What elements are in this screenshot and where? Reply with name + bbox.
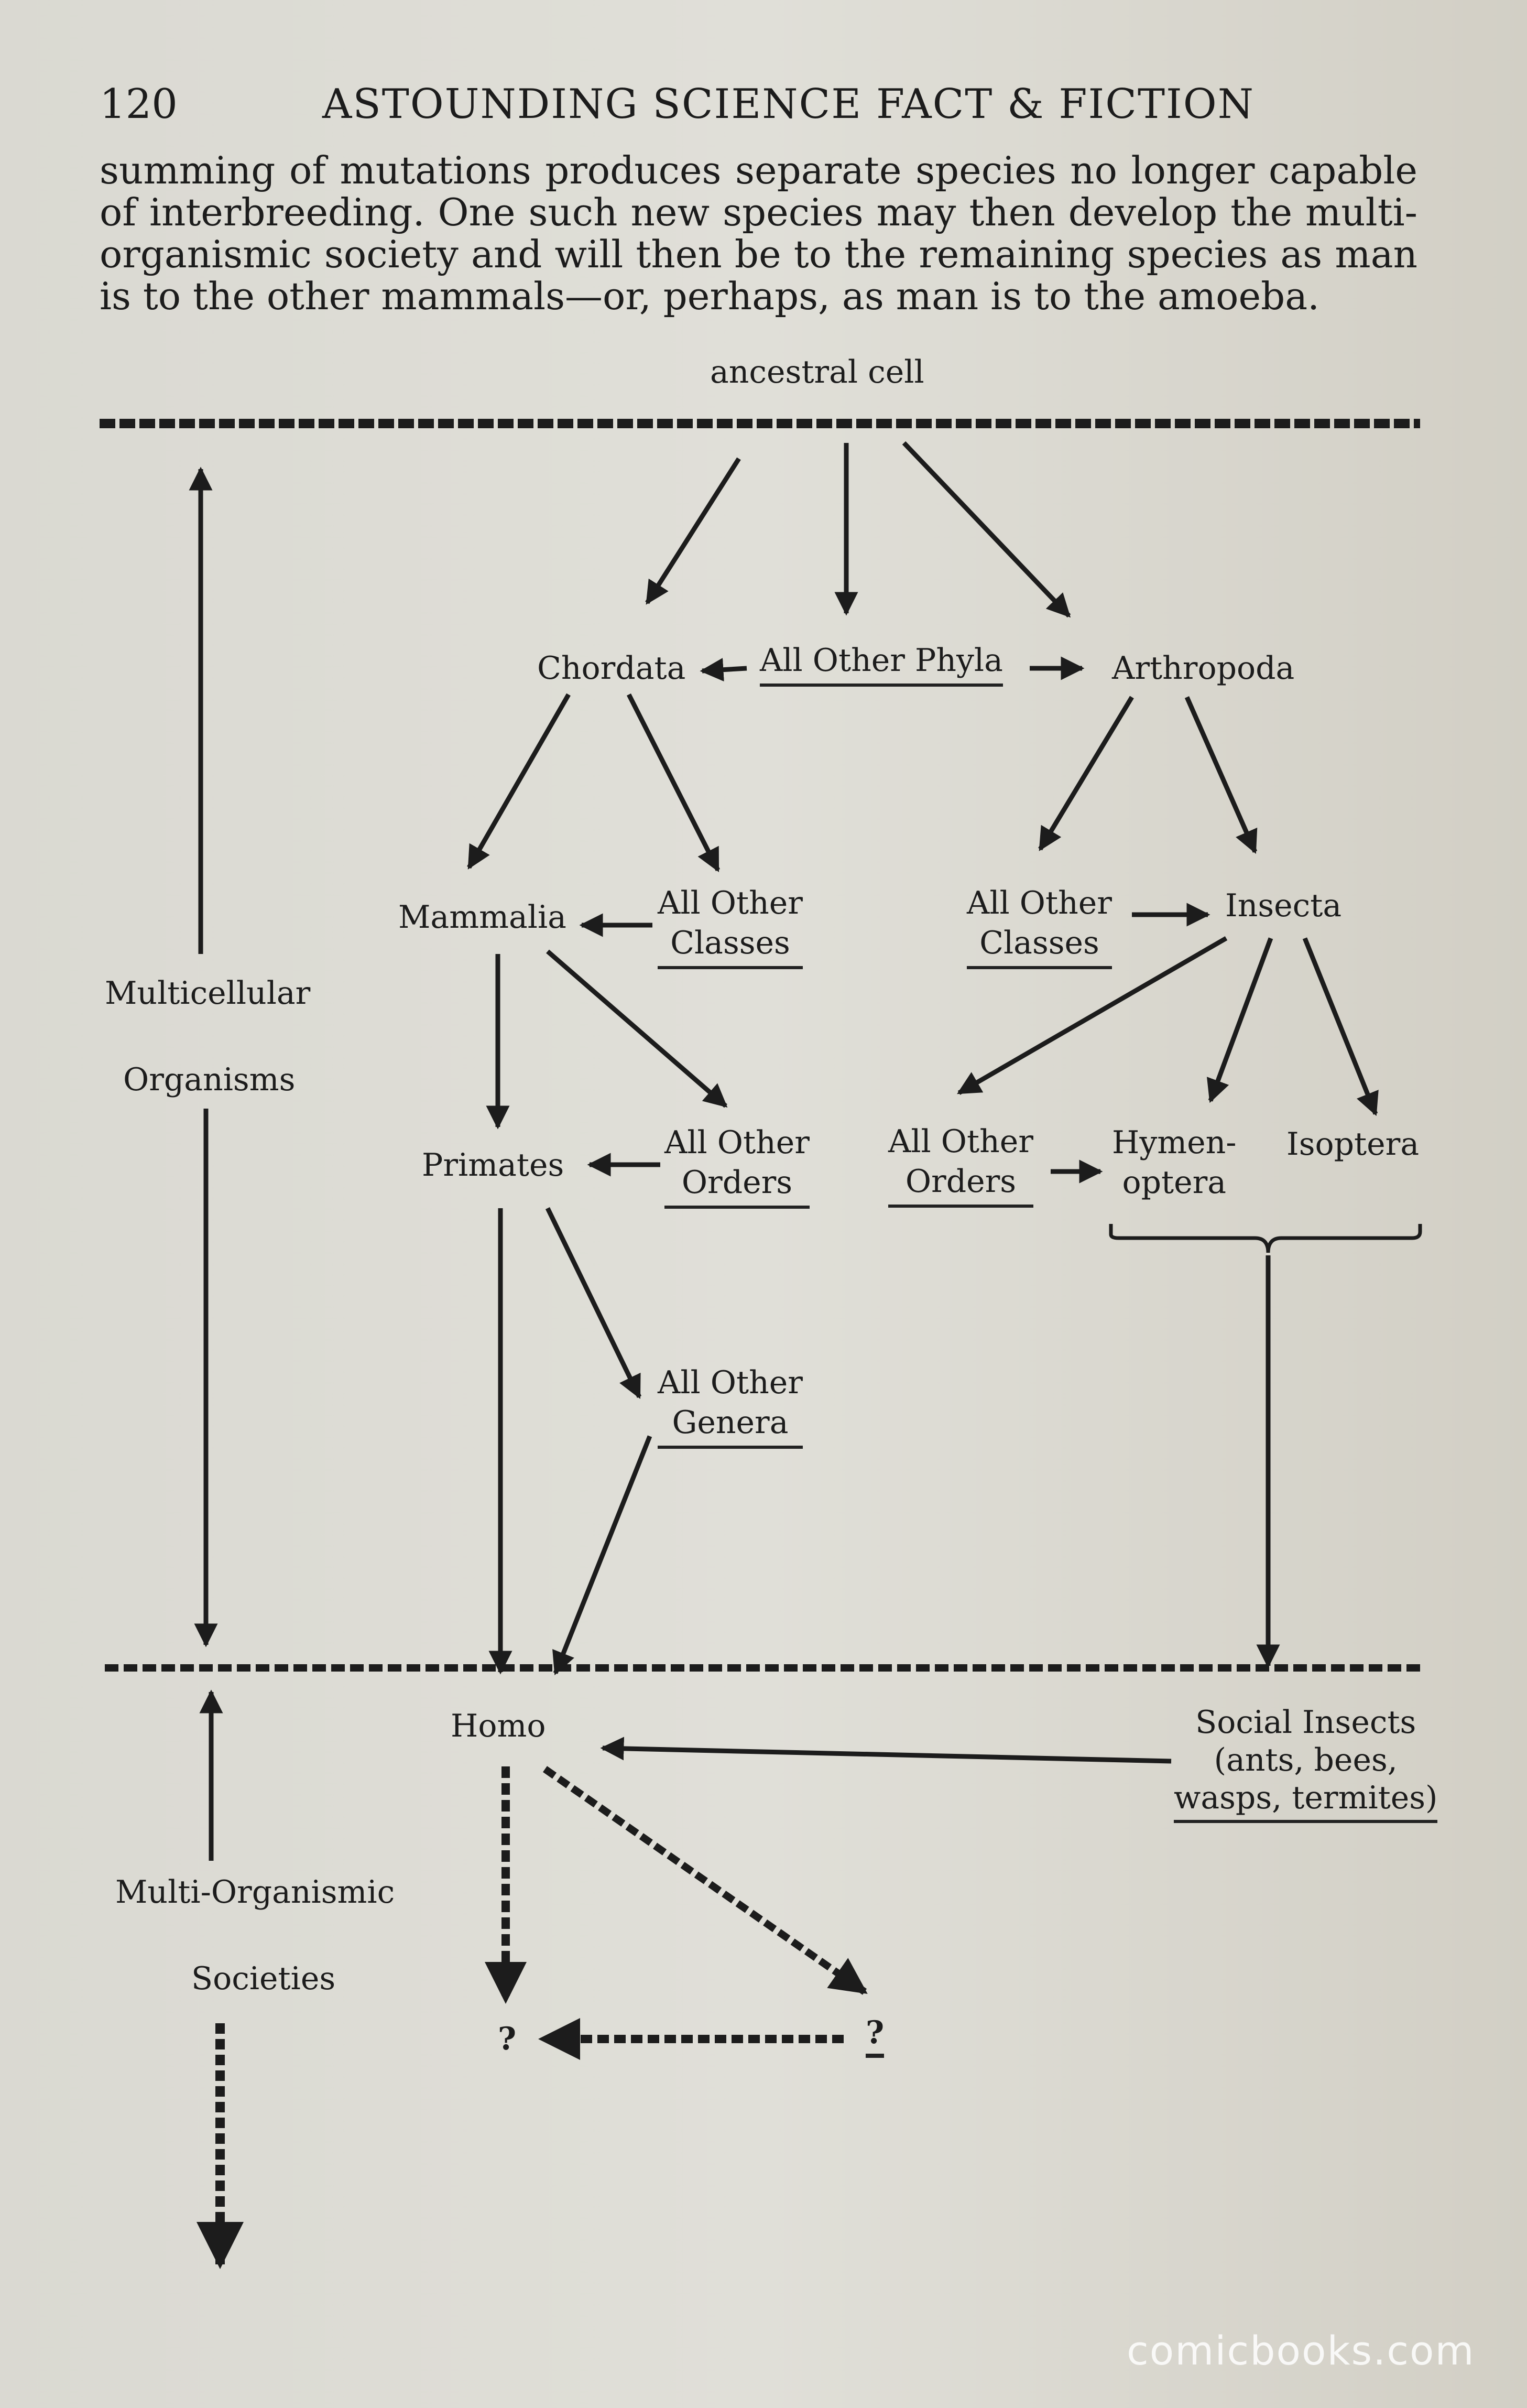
node-other-classes-left: All Other Classes — [658, 883, 803, 969]
body-paragraph: summing of mutations produces separate s… — [100, 148, 1417, 318]
arrow-social-homo — [600, 1737, 1172, 1764]
side-label-multicellular: Multicellular — [105, 975, 311, 1012]
underline — [1174, 1820, 1438, 1823]
arrow-insecta-isoptera — [1302, 937, 1379, 1116]
node-mammalia: Mammalia — [398, 899, 566, 936]
underline — [967, 966, 1112, 969]
hymenoptera-line2: optera — [1122, 1164, 1227, 1201]
arrow-primates-genera — [545, 1207, 642, 1400]
other-classes-left-line2: Classes — [670, 925, 790, 961]
other-orders-left-line2: Orders — [681, 1164, 793, 1201]
brace — [1109, 1224, 1422, 1253]
all-other-phyla-label: All Other Phyla — [760, 642, 1003, 679]
arrow-chordata-classes — [626, 693, 721, 873]
node-other-genera: All Other Genera — [658, 1363, 803, 1449]
social-insects-line3: wasps, termites) — [1174, 1780, 1438, 1816]
node-isoptera: Isoptera — [1286, 1126, 1420, 1163]
node-unknown-left: ? — [498, 2021, 517, 2057]
arrow-insecta-orders — [957, 936, 1228, 1095]
arrow-cell-chordata — [645, 457, 741, 605]
underline — [760, 684, 1003, 687]
other-orders-right-line1: All Other — [888, 1123, 1033, 1160]
arrow-genera-homo — [552, 1435, 652, 1676]
arrow-insecta-hymenoptera — [1206, 937, 1273, 1103]
underline — [888, 1205, 1033, 1208]
underline — [658, 966, 803, 969]
node-insecta: Insecta — [1225, 887, 1342, 924]
other-genera-line1: All Other — [658, 1364, 803, 1401]
node-unknown-right: ? — [866, 2013, 885, 2058]
watermark: comicbooks.com — [1127, 2327, 1475, 2374]
arrow-homo-unknown-right — [542, 1766, 868, 1995]
arrow-mammalia-orders — [546, 949, 728, 1108]
other-classes-right-line2: Classes — [979, 925, 1099, 961]
underline — [664, 1206, 810, 1209]
node-other-orders-right: All Other Orders — [888, 1122, 1033, 1208]
node-other-orders-left: All Other Orders — [664, 1123, 810, 1209]
underline — [658, 1446, 803, 1449]
node-homo: Homo — [451, 1708, 546, 1744]
side-label-organisms: Organisms — [123, 1061, 296, 1098]
node-social-insects: Social Insects (ants, bees, wasps, termi… — [1174, 1704, 1438, 1823]
unknown-right-label: ? — [866, 2014, 885, 2051]
social-insects-line2: (ants, bees, — [1214, 1742, 1398, 1778]
other-orders-left-line1: All Other — [664, 1124, 810, 1161]
arrow-arthropoda-classes — [1038, 696, 1134, 851]
social-insects-line1: Social Insects — [1195, 1704, 1416, 1741]
underline — [866, 2054, 885, 2058]
side-label-multi-organismic: Multi-Organismic — [115, 1874, 395, 1911]
other-classes-right-line1: All Other — [967, 885, 1112, 921]
hymenoptera-line1: Hymen- — [1112, 1124, 1237, 1161]
node-other-classes-right: All Other Classes — [967, 883, 1112, 969]
running-title: ASTOUNDING SCIENCE FACT & FICTION — [322, 81, 1255, 128]
side-label-societies: Societies — [191, 1960, 336, 1997]
node-all-other-phyla: All Other Phyla — [760, 641, 1003, 687]
node-ancestral-cell: ancestral cell — [710, 354, 924, 391]
arrow-cell-arthropoda — [902, 441, 1071, 618]
node-primates: Primates — [422, 1147, 564, 1184]
node-chordata: Chordata — [537, 650, 686, 687]
other-orders-right-line2: Orders — [905, 1163, 1017, 1200]
other-genera-line2: Genera — [672, 1404, 789, 1441]
node-hymenoptera: Hymen- optera — [1112, 1123, 1237, 1202]
node-arthropoda: Arthropoda — [1112, 650, 1295, 687]
other-classes-left-line1: All Other — [658, 885, 803, 921]
page-number: 120 — [100, 81, 178, 128]
arrow-arthropoda-insecta — [1184, 696, 1258, 854]
arrow-chordata-mammalia — [467, 693, 571, 870]
arrow-phyla-chordata — [700, 658, 747, 682]
